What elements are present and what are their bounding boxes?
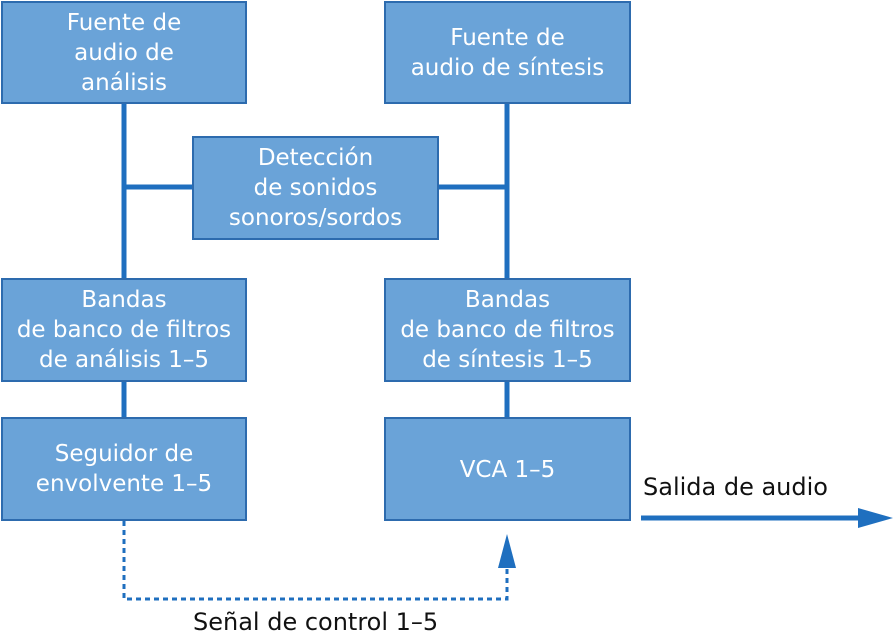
- analysis-bands-line-1: Bandas: [81, 287, 167, 313]
- synthesis-bands-line-3: de síntesis 1–5: [422, 347, 593, 373]
- audio-output-label: Salida de audio: [643, 473, 828, 501]
- synthesis-source-line-2: audio de síntesis: [410, 54, 605, 81]
- synthesis-bands-line-1: Bandas: [464, 287, 551, 313]
- synthesis-bands-line-2: de banco de filtros: [400, 317, 615, 343]
- analysis-bands-line-3: de análisis 1–5: [38, 347, 210, 373]
- audio-output-arrowhead: [858, 508, 893, 528]
- vca-box: VCA 1–5: [384, 417, 631, 521]
- synthesis-audio-source-box: Fuente de audio de síntesis: [384, 1, 631, 104]
- analysis-source-line-3: análisis: [81, 69, 167, 96]
- synthesis-filter-bank-box: Bandas de banco de filtros de síntesis 1…: [384, 278, 631, 382]
- analysis-source-line-2: audio de: [74, 39, 174, 66]
- envelope-follower-box: Seguidor de envolvente 1–5: [1, 417, 247, 521]
- detection-line-2: de sonidos: [253, 175, 378, 201]
- analysis-filter-bank-box: Bandas de banco de filtros de análisis 1…: [1, 278, 247, 382]
- control-signal-arrowhead: [498, 534, 516, 568]
- envelope-line-2: envolvente 1–5: [35, 471, 213, 497]
- synthesis-source-line-1: Fuente de: [450, 24, 565, 51]
- analysis-bands-line-2: de banco de filtros: [16, 317, 232, 343]
- analysis-source-line-1: Fuente de: [66, 9, 182, 36]
- detection-line-1: Detección: [257, 145, 374, 171]
- analysis-audio-source-box: Fuente de audio de análisis: [1, 1, 247, 104]
- control-signal-dotted-line: [122, 521, 509, 601]
- detection-line-3: sonoros/sordos: [228, 205, 403, 231]
- control-signal-label: Señal de control 1–5: [193, 608, 439, 636]
- envelope-line-1: Seguidor de: [54, 441, 194, 467]
- vca-line-1: VCA 1–5: [459, 457, 556, 483]
- voiced-unvoiced-detection-box: Detección de sonidos sonoros/sordos: [192, 136, 439, 240]
